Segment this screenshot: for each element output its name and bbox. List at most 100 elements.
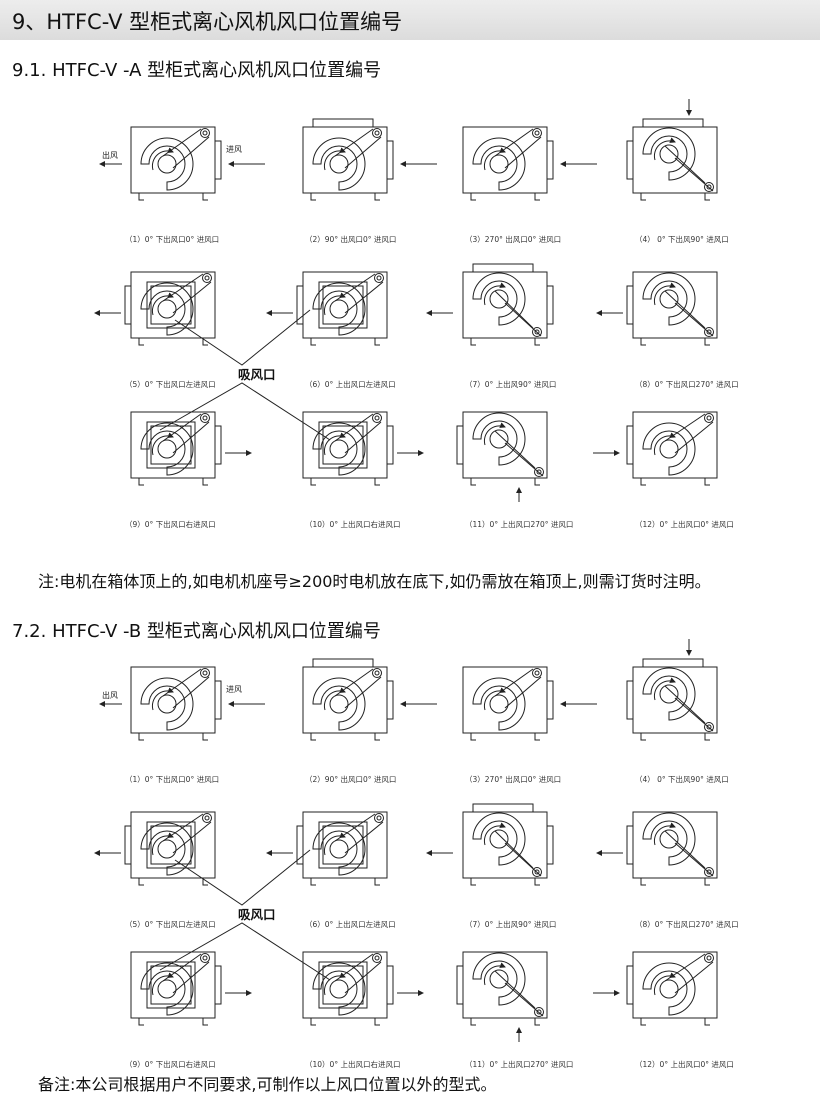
- mount-foot: [310, 478, 316, 486]
- rotation-arrow: [151, 147, 174, 171]
- mount-foot: [470, 733, 476, 741]
- fan-unit: [130, 666, 265, 741]
- fan-unit: [626, 639, 718, 741]
- scroll-housing: [312, 822, 366, 876]
- side-inlet-frame: [318, 821, 368, 869]
- drive-belt: [172, 136, 210, 169]
- motor-pulley-hub: [376, 815, 382, 821]
- rotation-arrow: [483, 147, 506, 171]
- mount-foot: [534, 338, 540, 346]
- suction-label: 吸风口: [238, 907, 276, 922]
- suction-label: 吸风口: [238, 367, 276, 382]
- mount-foot: [310, 733, 316, 741]
- fan-unit: [462, 666, 597, 741]
- position-caption: （2）90° 出风口0° 进风口: [305, 774, 396, 784]
- motor-pulley-hub: [376, 275, 382, 281]
- motor-pulley: [704, 722, 714, 732]
- mount-foot: [704, 733, 710, 741]
- mount-foot: [470, 478, 476, 486]
- scroll-housing: [140, 677, 194, 731]
- fan-unit: [626, 99, 718, 201]
- drive-belt: [344, 136, 382, 169]
- position-caption: （8）0° 下出风口270° 进风口: [635, 379, 739, 389]
- inlet-flange: [214, 965, 222, 1005]
- motor-pulley-hub: [534, 329, 540, 335]
- scroll-housing: [472, 677, 526, 731]
- position-caption: （9）0° 下出风口右进风口: [125, 1059, 216, 1069]
- mount-foot: [138, 878, 144, 886]
- side-inlet-frame: [146, 281, 196, 329]
- inlet-flange: [124, 285, 132, 325]
- top-duct: [642, 118, 704, 127]
- mount-foot: [704, 478, 710, 486]
- fan-unit: [462, 126, 597, 201]
- motor-pulley-hub: [536, 1009, 542, 1015]
- motor-pulley: [534, 1007, 544, 1017]
- drive-belt: [334, 413, 374, 442]
- mount-foot: [640, 878, 646, 886]
- drive-belt: [172, 281, 212, 314]
- motor-pulley: [532, 668, 542, 678]
- side-inlet-frame-inner: [150, 425, 192, 465]
- position-caption: （8）0° 下出风口270° 进风口: [635, 919, 739, 929]
- scroll-housing: [472, 272, 526, 326]
- inlet-flange: [626, 825, 634, 865]
- mount-foot: [202, 733, 208, 741]
- motor-pulley: [532, 867, 542, 877]
- inlet-flange: [214, 425, 222, 465]
- motor-pulley-hub: [204, 815, 210, 821]
- impeller: [489, 429, 509, 449]
- page-title: 9、HTFC-V 型柜式离心风机风口位置编号: [12, 10, 403, 34]
- drive-belt: [344, 676, 382, 709]
- mount-foot: [704, 338, 710, 346]
- motor-pulley: [374, 273, 384, 283]
- section-a-title: 9.1. HTFC-V -A 型柜式离心风机风口位置编号: [12, 60, 382, 81]
- top-duct: [472, 803, 534, 812]
- mount-foot: [534, 878, 540, 886]
- position-caption: （6）0° 上出风口左进风口: [305, 919, 396, 929]
- inlet-flange: [626, 285, 634, 325]
- drive-belt: [162, 273, 204, 302]
- scroll-housing: [312, 677, 366, 731]
- scroll-housing: [140, 282, 194, 336]
- drive-belt: [504, 136, 542, 169]
- motor-pulley-hub: [374, 955, 380, 961]
- mount-foot: [202, 878, 208, 886]
- mount-foot: [640, 1018, 646, 1026]
- drive-belt: [664, 830, 706, 869]
- side-inlet-frame-inner: [322, 425, 364, 465]
- inlet-flange: [386, 680, 394, 720]
- drive-belt: [162, 413, 202, 442]
- mount-foot: [310, 878, 316, 886]
- motor-pulley: [704, 867, 714, 877]
- rotation-arrow: [653, 677, 676, 701]
- inlet-flange: [626, 965, 634, 1005]
- drive-belt: [664, 413, 706, 442]
- top-duct: [642, 658, 704, 667]
- motor-pulley-hub: [706, 955, 712, 961]
- drive-belt: [504, 442, 544, 477]
- inlet-flange: [546, 285, 554, 325]
- scroll-housing: [312, 137, 366, 191]
- drive-belt: [172, 821, 212, 854]
- drive-belt: [162, 953, 202, 982]
- mount-foot: [202, 338, 208, 346]
- impeller: [489, 289, 509, 309]
- motor-pulley-hub: [706, 184, 712, 190]
- section-b-title: 7.2. HTFC-V -B 型柜式离心风机风口位置编号: [12, 621, 381, 642]
- inlet-flange: [214, 140, 222, 180]
- inlet-flange: [296, 825, 304, 865]
- fan-unit: [94, 271, 216, 346]
- fan-unit: [266, 811, 388, 886]
- rotation-arrow: [483, 822, 506, 846]
- drive-belt: [504, 982, 544, 1017]
- fan-casing: [632, 951, 718, 1019]
- mount-foot: [202, 478, 208, 486]
- impeller: [659, 684, 679, 704]
- mount-foot: [138, 338, 144, 346]
- fan-unit: [426, 803, 554, 886]
- position-caption: （3）270° 出风口0° 进风口: [465, 234, 561, 244]
- scroll-housing: [642, 667, 696, 721]
- mount-foot: [374, 733, 380, 741]
